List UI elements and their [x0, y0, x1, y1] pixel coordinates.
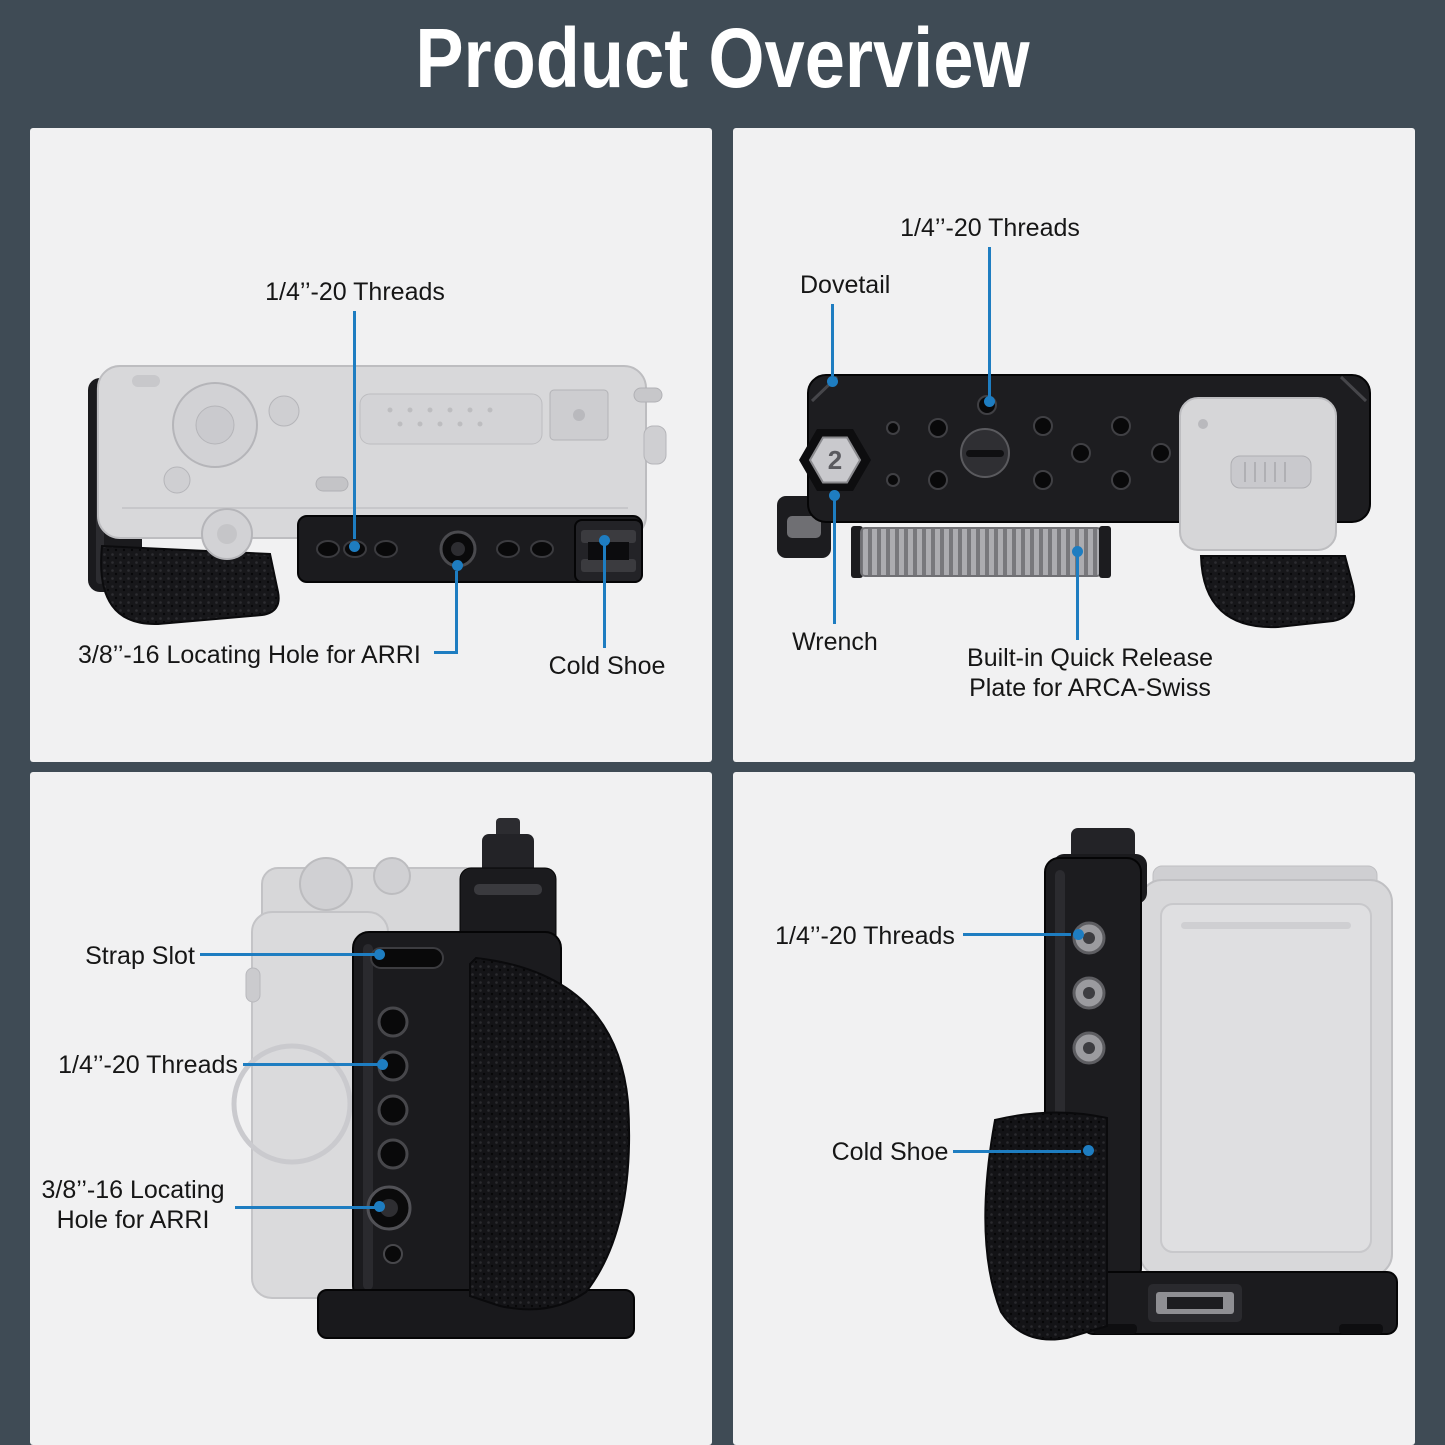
ghost-camera-screen — [1139, 865, 1393, 1277]
cold-shoe — [574, 519, 643, 583]
callout-line — [963, 933, 1071, 936]
cage-grip — [984, 1111, 1108, 1341]
ghost-camera-body — [97, 365, 667, 560]
panel-top-view: 1/4’’-20 Threads 3/8’’-16 Locating Hole … — [30, 128, 712, 762]
callout-dot — [827, 376, 838, 387]
callout-line — [455, 571, 458, 654]
callout-dot — [1083, 1145, 1094, 1156]
callout-line — [353, 311, 356, 539]
callout-line — [831, 304, 834, 376]
label-strap-slot: Strap Slot — [85, 942, 195, 970]
callout-dot — [1072, 546, 1083, 557]
callout-dot — [599, 535, 610, 546]
callout-dot — [374, 1201, 385, 1212]
callout-line — [953, 1150, 1081, 1153]
wrench-number: 2 — [828, 445, 842, 475]
label-quarter-threads: 1/4’’-20 Threads — [58, 1051, 238, 1079]
panel-bottom-view: 2 1/4’’-20 Threads — [733, 128, 1415, 762]
ghost-battery-door — [1179, 397, 1337, 551]
callout-line — [833, 500, 836, 624]
cage-grip — [100, 544, 280, 626]
label-qr-plate-line1: Built-in Quick Release — [967, 644, 1213, 672]
label-arri-line1: 3/8’’-16 Locating — [41, 1176, 225, 1204]
hex-wrench: 2 — [799, 429, 871, 491]
callout-dot — [452, 560, 463, 571]
callout-line — [988, 247, 991, 397]
cage-grip-corner — [1199, 555, 1355, 629]
callout-line — [243, 1063, 378, 1066]
callout-dot — [1073, 929, 1084, 940]
camera-top-view-illustration — [88, 365, 667, 626]
callout-dot — [374, 949, 385, 960]
label-arri-line2: Hole for ARRI — [56, 1206, 210, 1234]
label-quarter-threads: 1/4’’-20 Threads — [900, 214, 1080, 242]
panel-side-view-screen: 1/4’’-20 Threads Cold Shoe — [733, 772, 1415, 1445]
page-title: Product Overview — [415, 11, 1030, 105]
panel-side-view-grip: Strap Slot 1/4’’-20 Threads 3/8’’-16 Loc… — [30, 772, 712, 1445]
camera-side-screen-illustration — [984, 828, 1398, 1341]
label-cold-shoe: Cold Shoe — [831, 1138, 949, 1166]
callout-dot — [349, 541, 360, 552]
label-quarter-threads: 1/4’’-20 Threads — [775, 922, 955, 950]
callout-line — [434, 651, 458, 654]
camera-bottom-view-illustration: 2 — [777, 374, 1371, 629]
callout-dot — [829, 490, 840, 501]
cage-bottom-plate — [1082, 1271, 1398, 1335]
label-dovetail: Dovetail — [800, 271, 891, 299]
callout-dot — [377, 1059, 388, 1070]
callout-dot — [984, 396, 995, 407]
camera-side-grip-illustration — [231, 818, 635, 1339]
label-cold-shoe: Cold Shoe — [548, 652, 666, 680]
callout-line — [1076, 556, 1079, 640]
label-quarter-threads: 1/4’’-20 Threads — [265, 278, 445, 306]
callout-line — [235, 1206, 375, 1209]
callout-line — [200, 953, 375, 956]
label-qr-plate-line2: Plate for ARCA-Swiss — [969, 674, 1211, 702]
cage-grip — [469, 956, 631, 1311]
label-wrench: Wrench — [792, 628, 878, 656]
quick-release-plate — [851, 526, 1111, 578]
label-arri-hole: 3/8’’-16 Locating Hole for ARRI — [78, 641, 421, 669]
callout-line — [603, 544, 606, 648]
hdmi-cable-clamp — [459, 818, 557, 947]
cage-baseplate — [297, 515, 643, 583]
